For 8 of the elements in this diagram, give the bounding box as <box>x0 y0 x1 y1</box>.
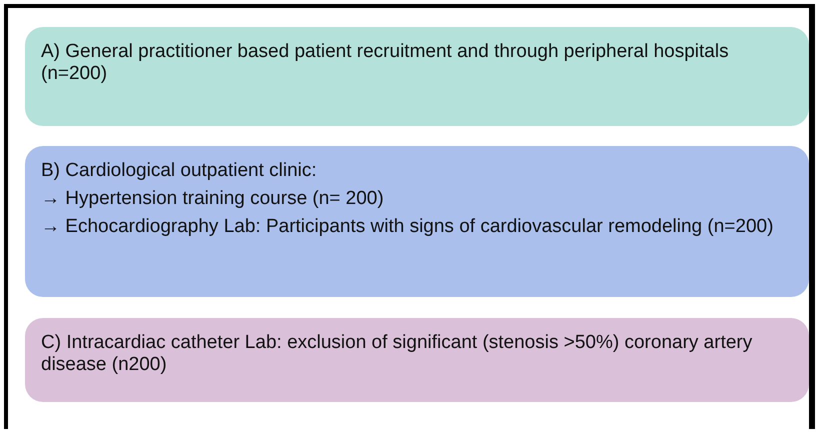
heading-text: C) Intracardiac catheter Lab: exclusion of significant (stenosis >50%) coronary artery disease (n200) <box>41 332 754 376</box>
heading-text: A) General practitioner based patient recruitment and through peripheral hospitals (n=200) <box>41 41 730 85</box>
list-item-text: → Echocardiography Lab: Participants with signs of cardiovascular remodeling (n=200) <box>41 216 774 238</box>
list-item-text: → Hypertension training course (n= 200) <box>41 188 385 210</box>
rounded-box <box>25 146 809 297</box>
rounded-box <box>25 27 809 126</box>
heading-text: B) Cardiological outpatient clinic: <box>41 160 318 182</box>
rounded-box <box>25 318 809 402</box>
